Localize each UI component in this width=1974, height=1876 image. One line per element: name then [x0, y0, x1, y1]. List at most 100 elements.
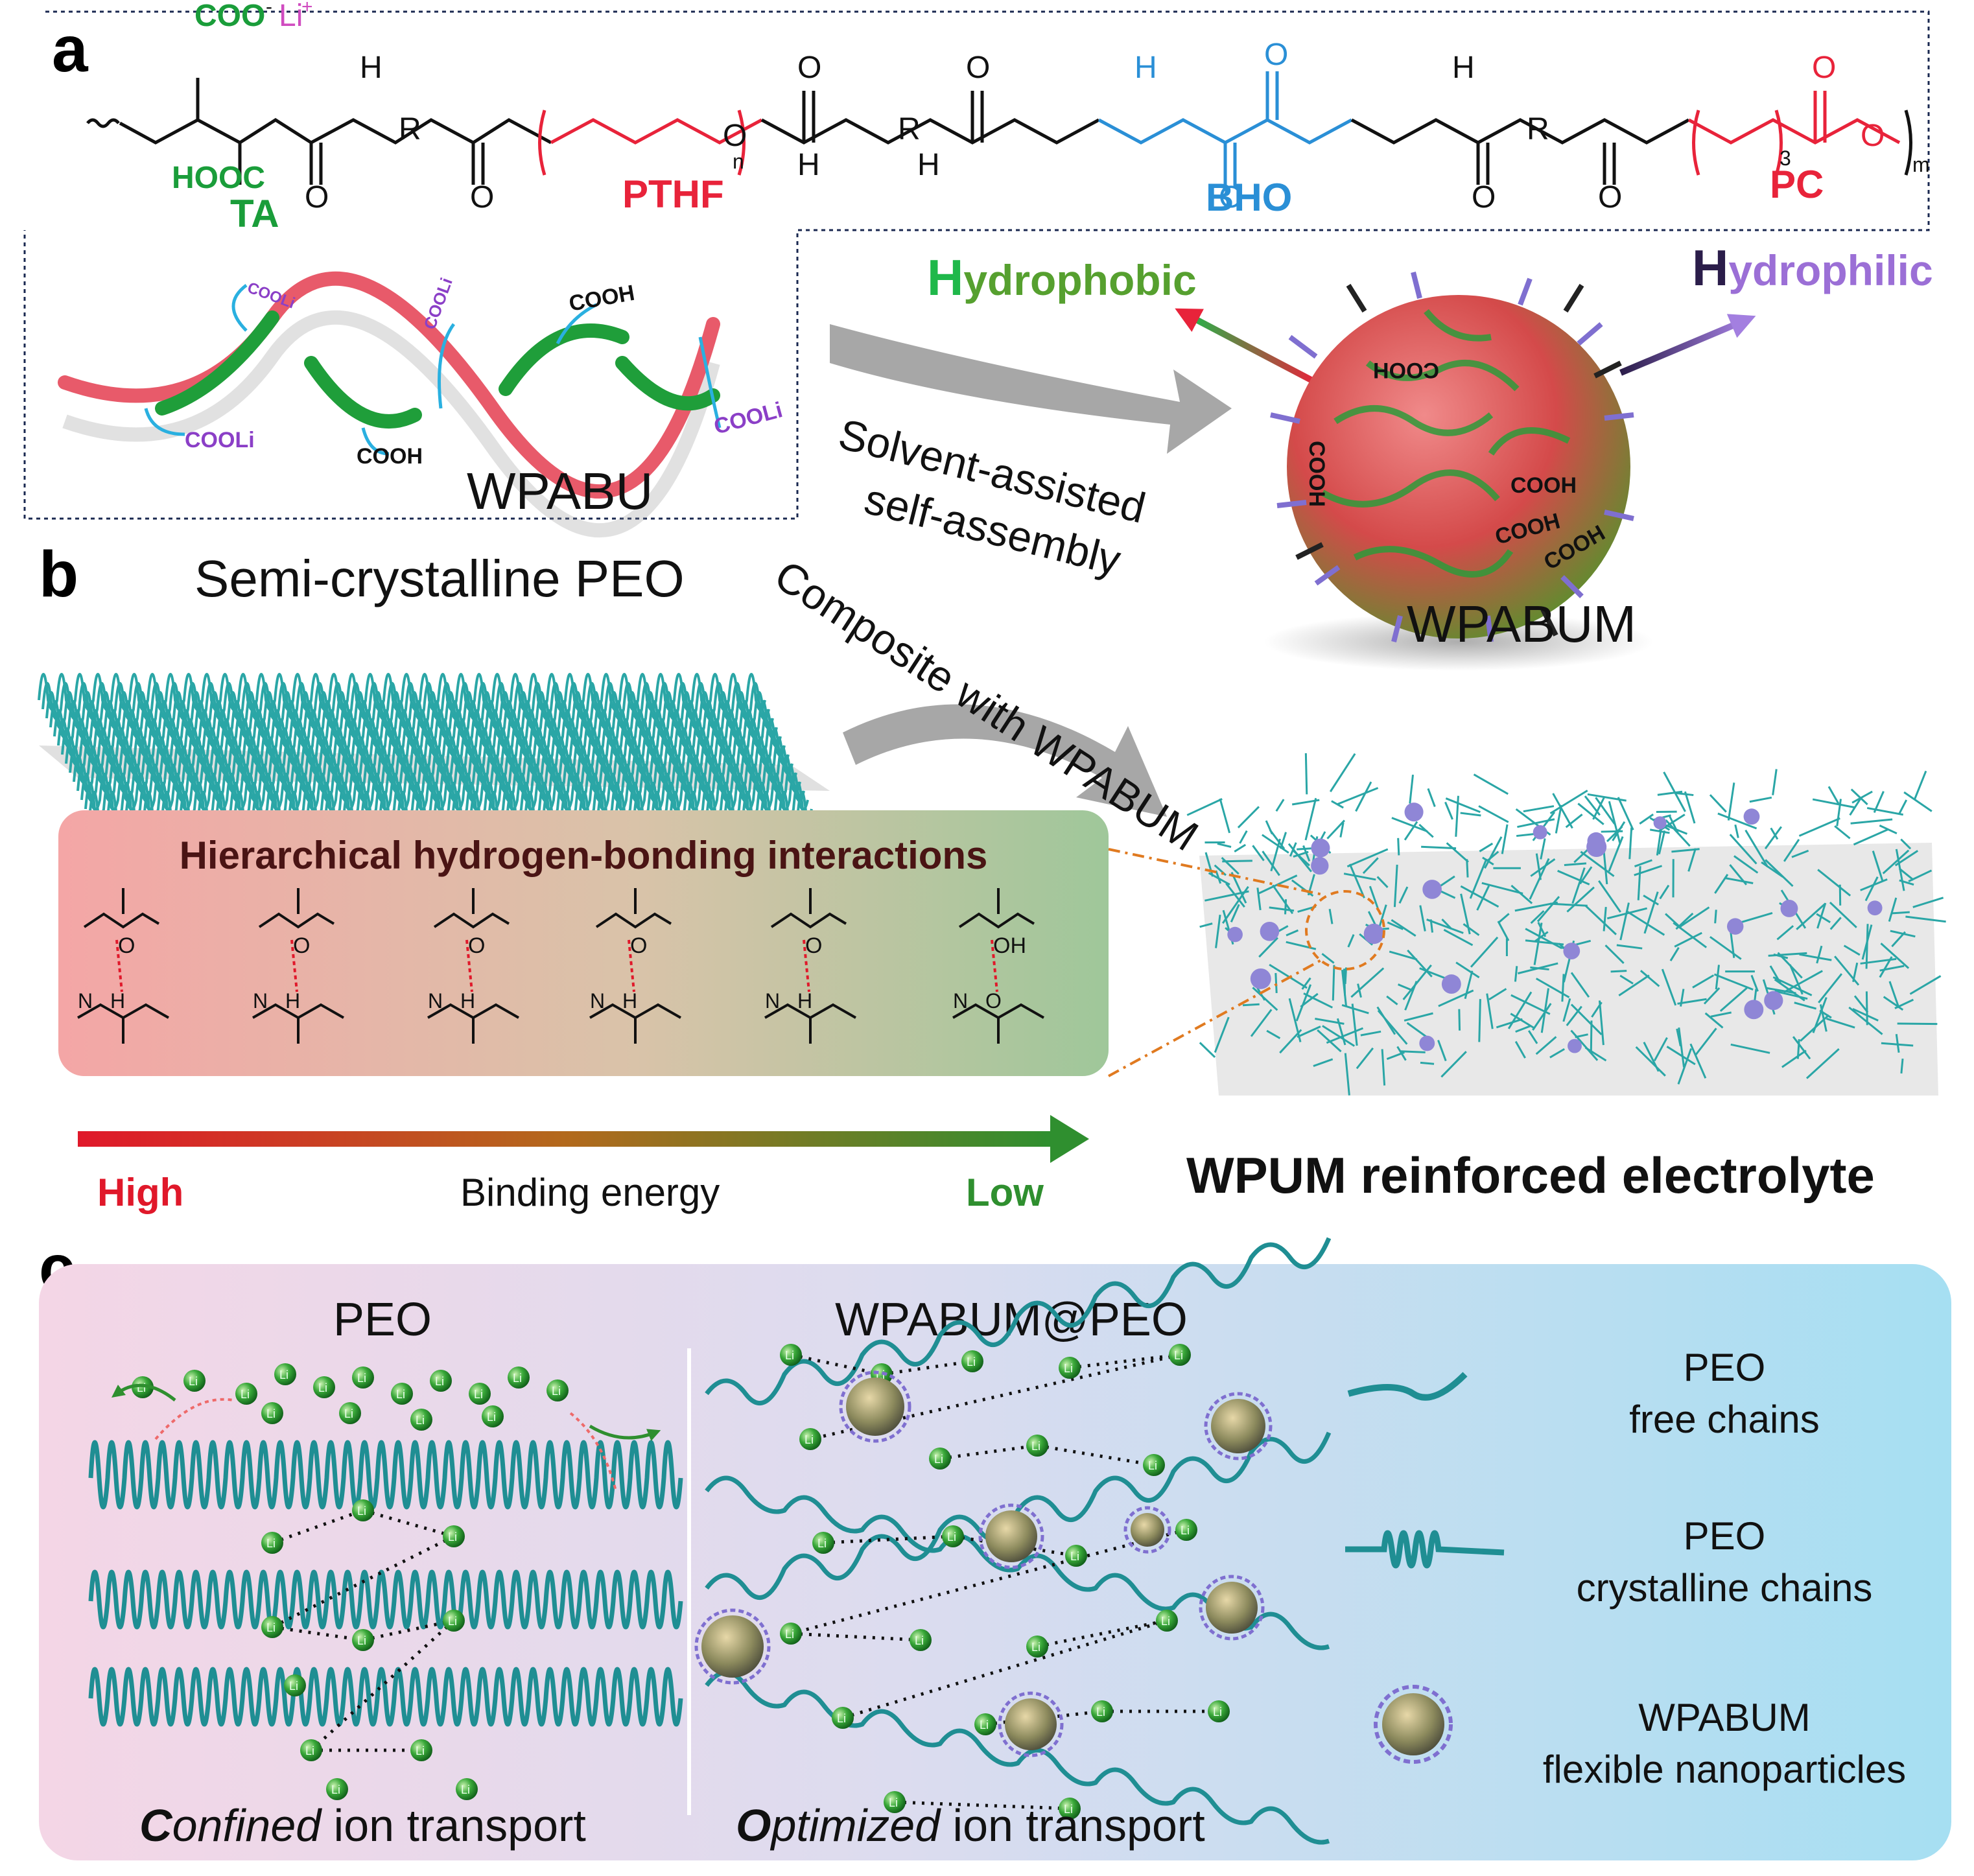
- mesh-strand: [1527, 1030, 1538, 1044]
- binding-energy-arrowhead: [1050, 1115, 1089, 1163]
- panel-b: b Semi-crystalline PEO Composite with WP…: [38, 538, 1946, 1214]
- mesh-strand: [1792, 1036, 1811, 1060]
- svg-text:Li: Li: [1031, 1440, 1040, 1453]
- mesh-strand: [1252, 845, 1265, 862]
- mesh-strand: [1619, 974, 1634, 985]
- mesh-strand: [1397, 838, 1400, 856]
- svg-text:Li: Li: [266, 1407, 276, 1420]
- mesh-strand: [1766, 987, 1796, 994]
- mesh-strand: [1891, 931, 1906, 948]
- mesh-strand: [1398, 983, 1414, 992]
- coordination-bond: [1037, 1444, 1155, 1467]
- confined-caption: Confined ion transport: [139, 1800, 586, 1851]
- hop-arrow-right: [589, 1424, 661, 1441]
- mesh-strand: [1879, 825, 1898, 835]
- mesh-strand: [1812, 997, 1827, 1033]
- mesh-strand: [1445, 797, 1481, 814]
- mesh-strand: [1279, 1029, 1302, 1054]
- mesh-strand: [1635, 1046, 1666, 1077]
- wpabum-micelle: COOH COOH COOH COOH COOH WPABUM: [1264, 272, 1653, 671]
- mesh-ion: [1422, 880, 1442, 899]
- mesh-strand: [1357, 983, 1362, 998]
- mesh-strand: [1406, 1022, 1429, 1039]
- mesh-strand: [1535, 978, 1570, 998]
- mesh-strand: [1783, 839, 1800, 862]
- mesh-strand: [1270, 838, 1281, 872]
- mesh-strand: [1479, 842, 1494, 852]
- hydrogen-bonding-title: Hierarchical hydrogen-bonding interactio…: [180, 834, 988, 877]
- cooli-label: COOLi: [711, 397, 785, 440]
- mesh-strand: [1610, 970, 1627, 973]
- peo-free-chain: [705, 1237, 1332, 1405]
- n-subscript: n: [733, 150, 744, 173]
- semi-crystalline-peo-label: Semi-crystalline PEO: [194, 550, 685, 607]
- mesh-strand: [1606, 825, 1623, 843]
- mesh-strand: [1286, 929, 1299, 937]
- mesh-strand: [1692, 974, 1715, 989]
- mesh-ion: [1764, 991, 1783, 1011]
- mesh-strand: [1818, 973, 1843, 1003]
- mesh-strand: [1262, 834, 1289, 854]
- segment-labels: TA PTHF BHO PC: [230, 163, 1824, 235]
- mesh-strand: [1343, 873, 1376, 881]
- minus-superscript: -: [266, 0, 272, 18]
- h-atom: H: [360, 51, 382, 85]
- svg-text:Li: Li: [513, 1372, 522, 1385]
- mesh-strand: [1534, 931, 1549, 943]
- mesh-strand: [1328, 909, 1334, 924]
- hop-arrow-left: [111, 1383, 176, 1401]
- mesh-strand: [1272, 884, 1294, 915]
- coordination-bond: [894, 1800, 1070, 1811]
- mesh-ion: [1586, 836, 1607, 858]
- coo-minus-label: COO: [194, 0, 265, 33]
- mesh-strand: [1460, 885, 1499, 908]
- li-ion: Li: [832, 1707, 854, 1729]
- mesh-strand: [1639, 970, 1660, 987]
- mesh-strand: [1510, 884, 1533, 904]
- hooc-label: HOOC: [172, 161, 265, 195]
- peo-title: PEO: [333, 1294, 432, 1346]
- peo-lamella: [61, 727, 790, 766]
- li-ion: Li: [235, 1383, 257, 1405]
- atom-n: N: [253, 989, 268, 1013]
- mesh-strand: [1460, 812, 1481, 817]
- coordination-bond: [790, 1632, 921, 1642]
- micelle-core: [1287, 295, 1630, 639]
- mesh-strand: [1258, 937, 1278, 958]
- svg-text:Li: Li: [947, 1530, 956, 1543]
- coordination-bond: [790, 1353, 882, 1376]
- svg-text:Li: Li: [1031, 1641, 1040, 1654]
- mesh-strand: [1297, 1026, 1321, 1038]
- mesh-strand: [1659, 884, 1670, 900]
- mesh-strand: [1396, 1046, 1407, 1061]
- zoom-line-top: [1108, 848, 1323, 896]
- mesh-strand: [1242, 1003, 1260, 1007]
- mesh-strand: [1714, 909, 1717, 924]
- mesh-strand: [1733, 855, 1759, 874]
- mesh-strand: [1514, 966, 1518, 982]
- mesh-ion: [1441, 974, 1461, 994]
- pc-label: PC: [1770, 163, 1824, 206]
- hbond-pair: OHN: [764, 888, 856, 1044]
- mesh-strand: [1880, 943, 1910, 969]
- mesh-strand: [1899, 879, 1914, 886]
- svg-text:Li: Li: [934, 1453, 943, 1466]
- wpabum-nanoparticle: [1204, 1392, 1273, 1460]
- li-ion: Li: [1143, 1454, 1165, 1476]
- mesh-strand: [1443, 929, 1474, 946]
- mesh-strand: [1680, 989, 1685, 1007]
- mesh-strand: [1529, 858, 1550, 900]
- peo-free-chain: [705, 1670, 1330, 1845]
- mesh-strand: [1595, 797, 1616, 825]
- cooh-label: COOH: [1510, 473, 1577, 498]
- mesh-strand: [1676, 1028, 1682, 1047]
- mesh-strand: [1643, 891, 1659, 934]
- mesh-strand: [1376, 876, 1389, 889]
- atom-h: H: [460, 989, 475, 1013]
- mesh-strand: [1765, 859, 1794, 887]
- o-atom: O: [1812, 51, 1836, 85]
- mesh-strand: [1362, 857, 1379, 874]
- mesh-strand: [1590, 1020, 1593, 1053]
- mesh-strand: [1381, 1049, 1386, 1086]
